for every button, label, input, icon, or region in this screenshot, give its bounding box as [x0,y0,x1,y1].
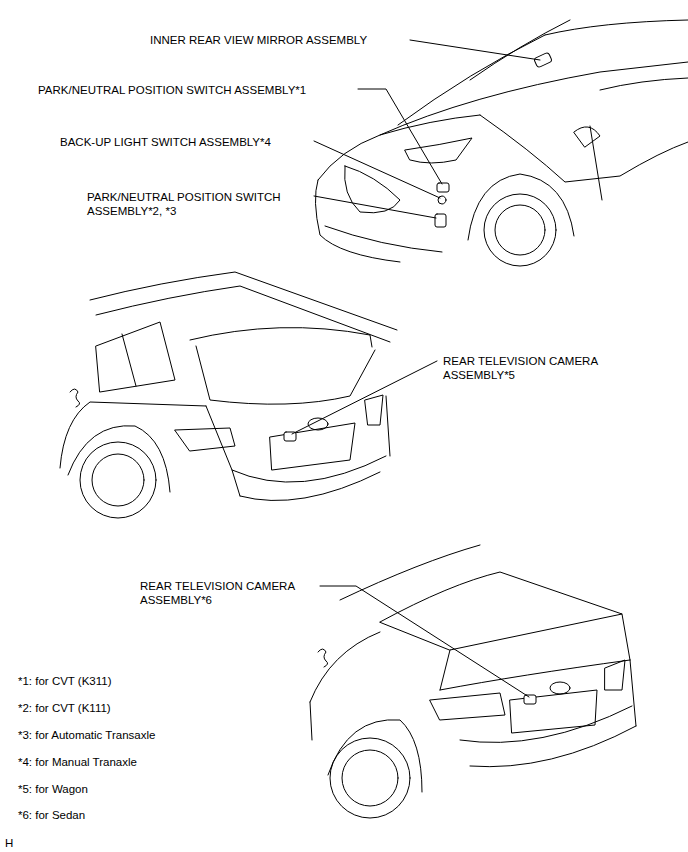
leader-line [320,586,529,697]
car-line [590,126,602,200]
footnote: *1: for CVT (K311) [18,674,112,688]
car-line [60,402,206,468]
sedan-car [310,545,636,818]
leader-line [314,141,440,198]
car-line [325,226,442,252]
car-line [386,396,390,456]
car-line [574,127,600,147]
wheel [342,750,398,806]
car-line [96,322,175,392]
car-line [310,702,312,740]
leader-line [292,361,437,434]
car-line [196,346,375,404]
car-line [600,78,688,90]
logo [550,682,570,694]
car-line [310,632,380,702]
switch-part [437,183,449,192]
car-line [68,426,170,492]
switch-part [435,214,446,227]
grille [345,166,400,213]
plate-area [270,423,355,470]
car-line [622,614,630,660]
footnote: *4: for Manual Tranaxle [18,755,137,769]
car-line [190,328,372,347]
wheel [80,442,156,518]
headlight [405,138,472,163]
wheel [330,738,410,818]
taillight [605,660,625,690]
car-line [315,180,400,262]
car-line [380,62,688,135]
taillight [365,395,383,425]
car-line [470,726,636,767]
wheel [484,194,556,266]
car-line [206,406,240,496]
footnote: *3: for Automatic Transaxle [18,728,155,742]
front-car [315,20,688,266]
leader-line [314,196,436,218]
footnote: *5: for Wagon [18,782,88,796]
part-label: PARK/NEUTRAL POSITION SWITCH ASSEMBLY*2,… [87,190,309,218]
car-line [380,572,622,650]
car-line [340,545,480,600]
sheet-code: H [5,836,13,850]
car-line [470,20,570,80]
leader-line [410,40,540,60]
car-line [440,650,450,690]
car-line [398,35,545,125]
wheel [495,205,545,255]
part-label: INNER REAR VIEW MIRROR ASSEMBLY [150,33,367,47]
part-label: REAR TELEVISION CAMERA ASSEMBLY*6 [140,579,318,607]
car-line [96,286,390,342]
car-line [545,20,688,35]
car-line [90,272,397,330]
wagon-car [60,272,397,518]
car-line [232,456,386,482]
car-line [460,706,632,742]
car-line [480,115,688,182]
footnote: *6: for Sedan [18,808,85,822]
car-line [440,660,630,690]
mirror-part [534,52,553,68]
wheel [92,454,144,506]
car-line [630,660,636,726]
part-label: BACK-UP LIGHT SWITCH ASSEMBLY*4 [60,135,271,149]
camera-part [524,695,536,704]
fuel-lid [70,389,80,407]
part-label: REAR TELEVISION CAMERA ASSEMBLY*5 [443,354,621,382]
car-line [122,334,136,386]
taillight [430,693,505,720]
fuel-lid [318,649,328,667]
footnote: *2: for CVT (K111) [18,701,111,715]
car-line [240,472,380,501]
leader-line [358,89,442,184]
part-label: PARK/NEUTRAL POSITION SWITCH ASSEMBLY*1 [38,83,306,97]
taillight [175,428,235,451]
leader-lines [292,40,540,697]
